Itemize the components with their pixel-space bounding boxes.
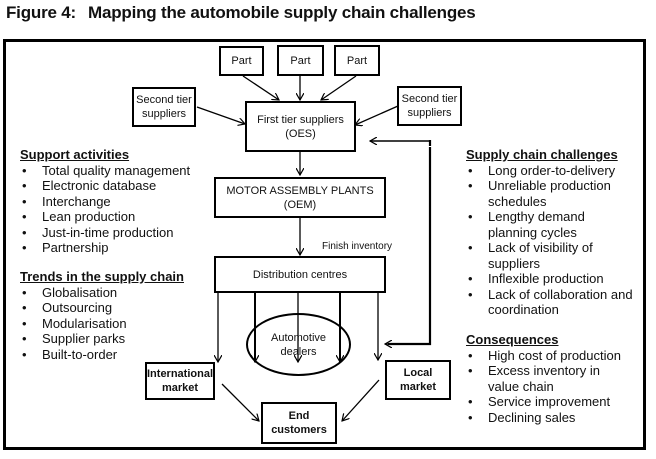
list-item: Lack of visibility of suppliers	[466, 240, 634, 271]
consequences-list: High cost of production Excess inventory…	[466, 348, 634, 426]
international-market-box: International market	[145, 362, 215, 400]
list-item: Declining sales	[466, 410, 634, 426]
second-tier-suppliers-left: Second tier suppliers	[132, 87, 196, 127]
list-item: Electronic database	[20, 178, 220, 194]
trends-list: Globalisation Outsourcing Modularisation…	[20, 285, 220, 363]
list-item: Lengthy demand planning cycles	[466, 209, 634, 240]
finish-inventory-label: Finish inventory	[322, 241, 393, 252]
consequences-heading: Consequences	[466, 332, 559, 347]
local-market-box: Local market	[385, 360, 451, 400]
list-item: Unreliable production schedules	[466, 178, 634, 209]
list-item: Inflexible production	[466, 271, 634, 287]
list-item: Total quality management	[20, 163, 220, 179]
part-box-1: Part	[219, 46, 264, 76]
challenges-heading: Supply chain challenges	[466, 147, 618, 162]
supply-chain-challenges-section: Supply chain challenges Long order-to-de…	[466, 147, 634, 318]
diagram-frame	[3, 39, 646, 450]
first-tier-suppliers-box: First tier suppliers (OES)	[245, 101, 356, 152]
list-item: Long order-to-delivery	[466, 163, 634, 179]
list-item: Partnership	[20, 240, 220, 256]
list-item: Service improvement	[466, 394, 634, 410]
support-activities-section: Support activities Total quality managem…	[20, 147, 220, 256]
list-item: Lack of collaboration and coordination	[466, 287, 634, 318]
list-item: High cost of production	[466, 348, 634, 364]
figure-caption: Mapping the automobile supply chain chal…	[88, 3, 476, 22]
figure-title: Figure 4: Mapping the automobile supply c…	[6, 3, 476, 23]
list-item: Outsourcing	[20, 300, 220, 316]
figure-number: Figure 4:	[6, 3, 76, 22]
list-item: Lean production	[20, 209, 220, 225]
list-item: Interchange	[20, 194, 220, 210]
second-tier-suppliers-right: Second tier suppliers	[397, 86, 462, 126]
list-item: Just-in-time production	[20, 225, 220, 241]
distribution-centres-box: Distribution centres	[214, 256, 386, 293]
list-item: Excess inventory in value chain	[466, 363, 634, 394]
motor-assembly-plants-box: MOTOR ASSEMBLY PLANTS (OEM)	[214, 177, 386, 218]
automotive-dealers-ellipse: Automotive dealers	[246, 313, 351, 376]
list-item: Supplier parks	[20, 331, 220, 347]
support-activities-list: Total quality management Electronic data…	[20, 163, 220, 256]
end-customers-box: End customers	[261, 402, 337, 444]
part-box-3: Part	[334, 45, 380, 76]
trends-section: Trends in the supply chain Globalisation…	[20, 269, 220, 362]
list-item: Built-to-order	[20, 347, 220, 363]
challenges-list: Long order-to-delivery Unreliable produc…	[466, 163, 634, 318]
list-item: Globalisation	[20, 285, 220, 301]
trends-heading: Trends in the supply chain	[20, 269, 184, 284]
part-box-2: Part	[277, 45, 324, 76]
consequences-section: Consequences High cost of production Exc…	[466, 332, 634, 425]
list-item: Modularisation	[20, 316, 220, 332]
support-activities-heading: Support activities	[20, 147, 130, 162]
